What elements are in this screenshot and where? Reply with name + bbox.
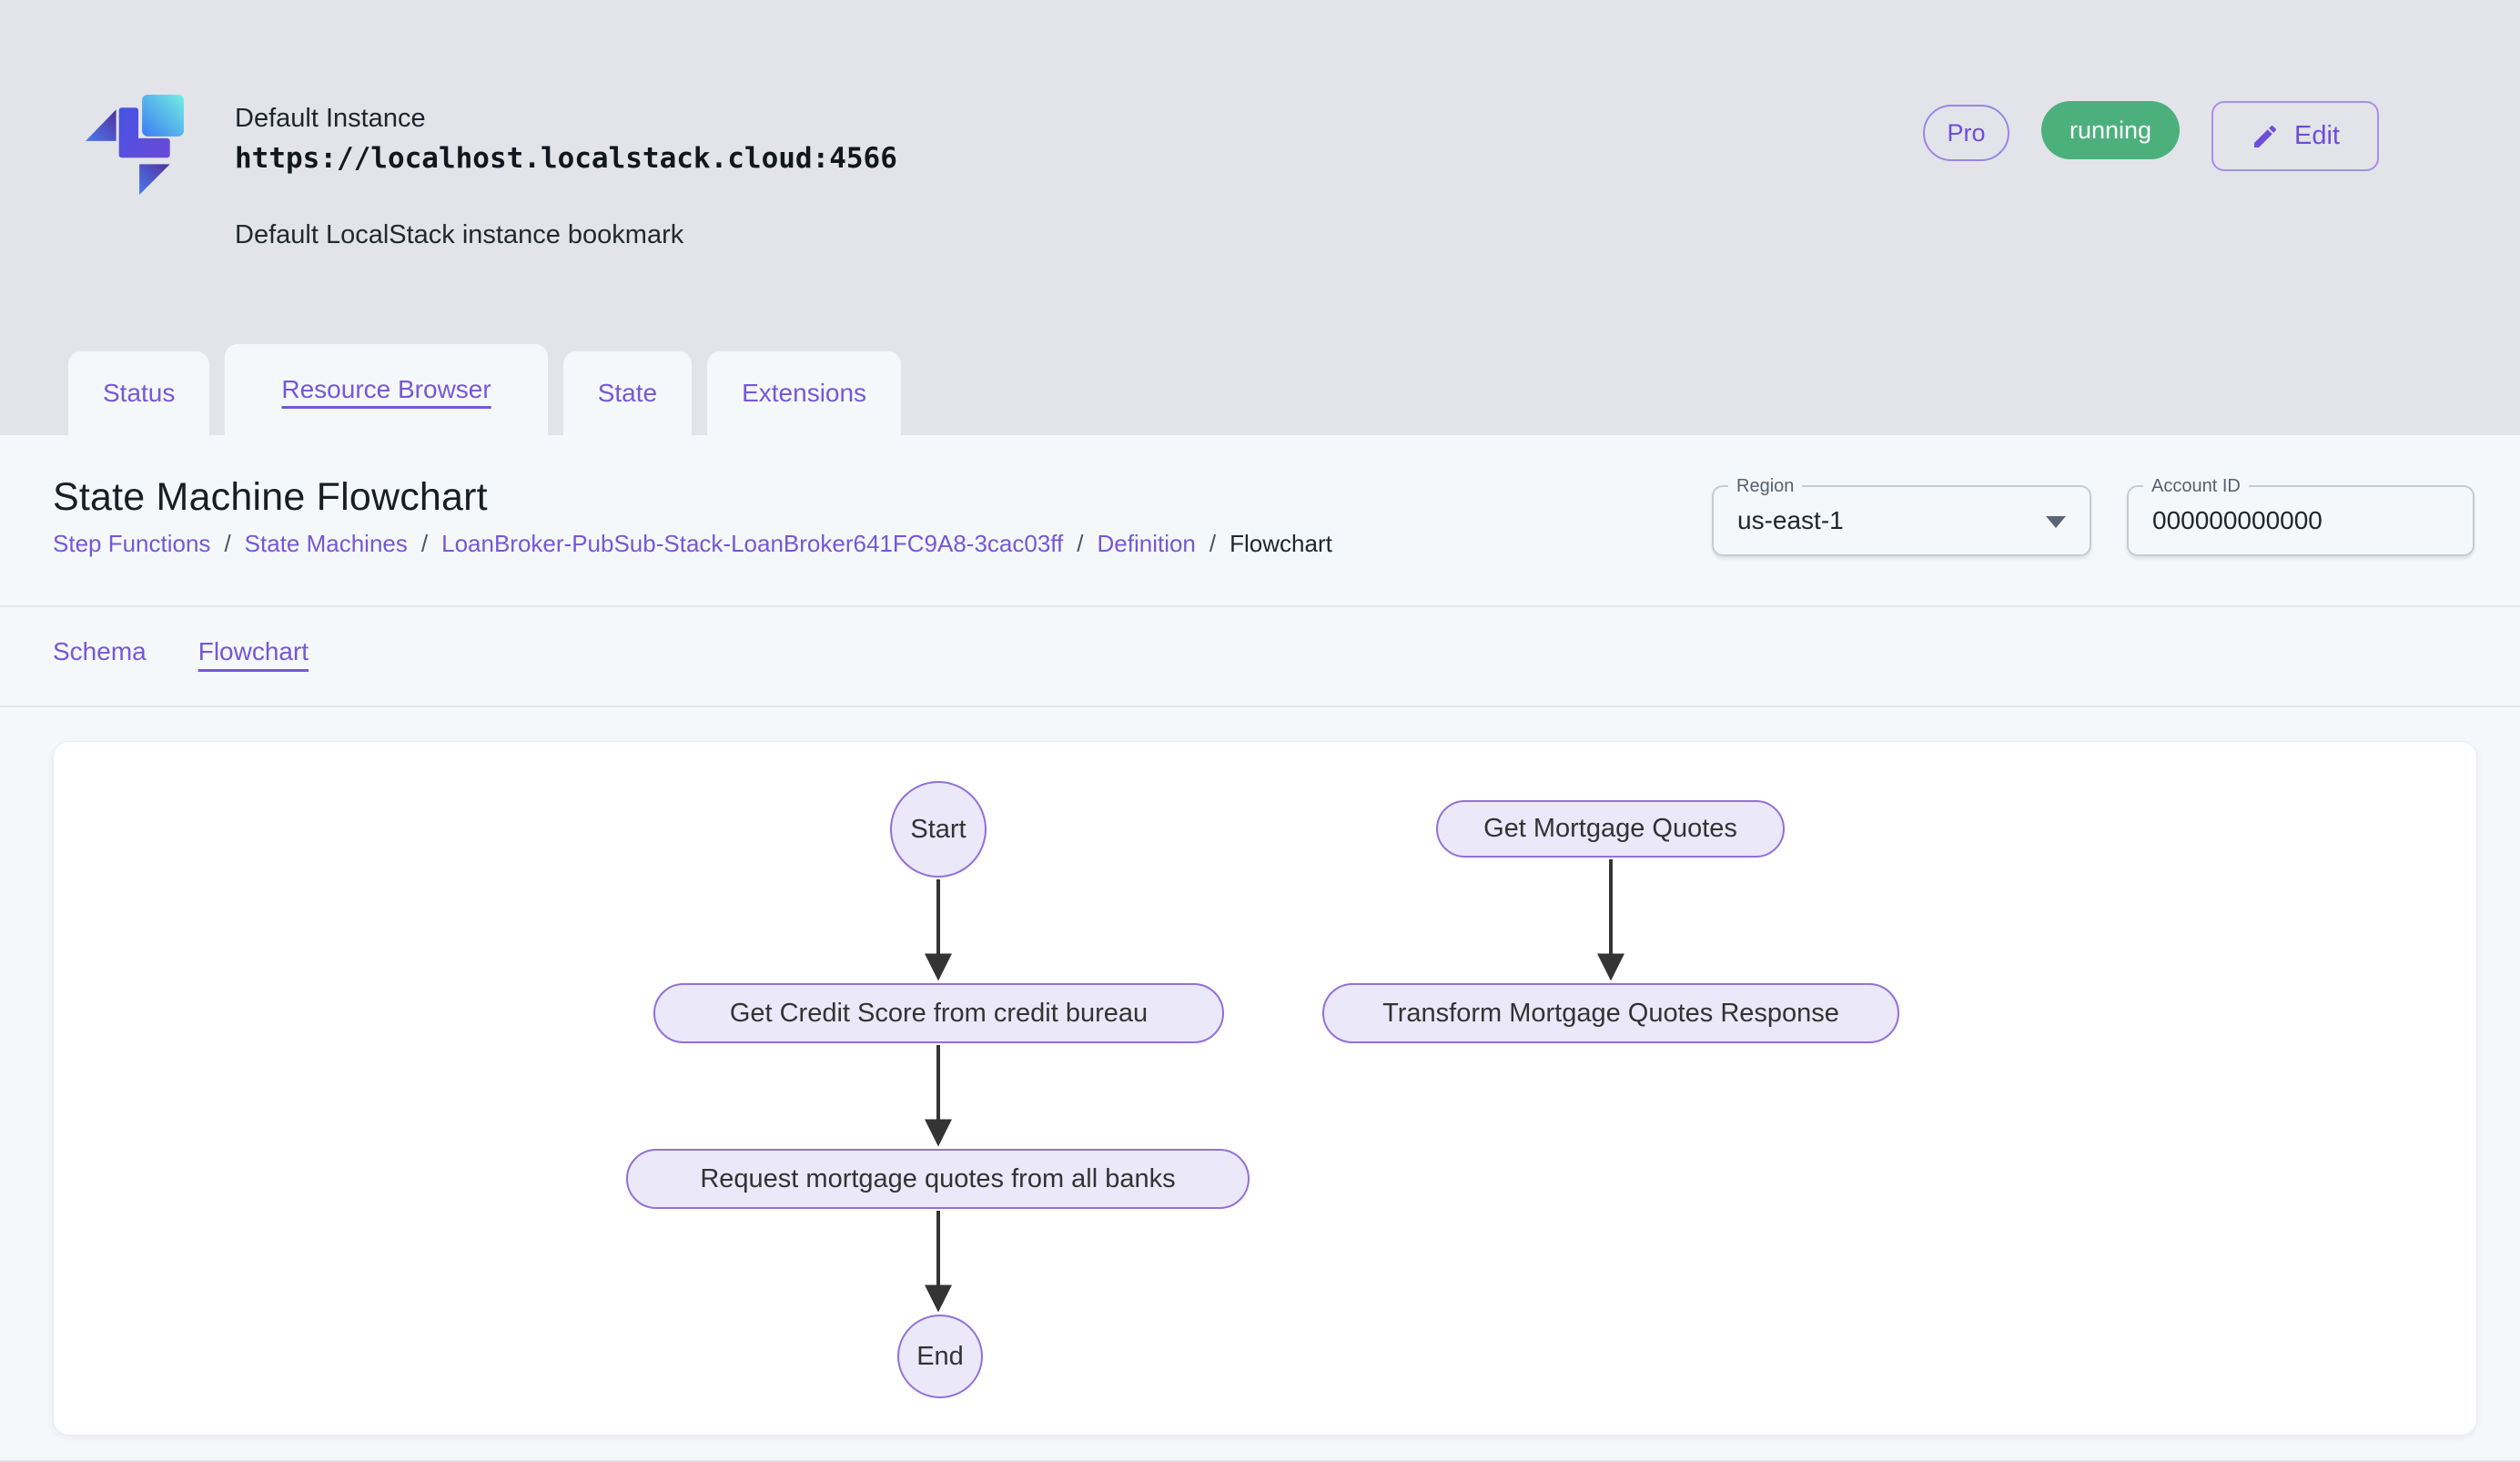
definition-subtabs: Schema Flowchart xyxy=(53,637,309,675)
breadcrumb-state-machine-id[interactable]: LoanBroker-PubSub-Stack-LoanBroker641FC9… xyxy=(441,530,1064,557)
status-badge-label: running xyxy=(2069,116,2152,144)
edit-button[interactable]: Edit xyxy=(2211,101,2379,171)
pencil-icon xyxy=(2254,125,2277,147)
tab-extensions-label: Extensions xyxy=(742,379,867,407)
flow-node-start: Start xyxy=(890,781,987,878)
tab-resource-browser-label: Resource Browser xyxy=(281,375,491,403)
flow-node-end: End xyxy=(897,1315,983,1398)
tab-resource-browser[interactable]: Resource Browser xyxy=(225,344,548,435)
divider xyxy=(0,1460,2520,1462)
breadcrumb-definition[interactable]: Definition xyxy=(1097,530,1196,557)
divider xyxy=(0,605,2520,607)
account-id-field: Account ID xyxy=(2127,473,2474,556)
account-id-label: Account ID xyxy=(2143,473,2249,499)
flow-node-transform-response: Transform Mortgage Quotes Response xyxy=(1322,983,1899,1043)
tab-extensions[interactable]: Extensions xyxy=(707,351,902,435)
breadcrumb-separator: / xyxy=(420,530,429,557)
breadcrumb-flowchart-current: Flowchart xyxy=(1230,530,1332,557)
breadcrumb-separator: / xyxy=(1209,530,1217,557)
breadcrumb-step-functions[interactable]: Step Functions xyxy=(53,530,211,557)
breadcrumb: Step Functions / State Machines / LoanBr… xyxy=(53,530,1332,558)
localstack-logo xyxy=(84,95,186,197)
region-select-label: Region xyxy=(1728,473,1803,499)
main-tabs: Status Resource Browser State Extensions xyxy=(68,344,902,435)
flow-node-get-mortgage-quotes: Get Mortgage Quotes xyxy=(1436,800,1785,858)
edit-button-label: Edit xyxy=(2294,121,2340,150)
tab-status[interactable]: Status xyxy=(68,351,210,435)
flow-node-request-quotes: Request mortgage quotes from all banks xyxy=(626,1149,1250,1209)
region-select-value: us-east-1 xyxy=(1737,506,1844,534)
region-select[interactable]: Region us-east-1 xyxy=(1712,473,2091,556)
instance-description: Default LocalStack instance bookmark xyxy=(235,220,684,249)
divider xyxy=(0,706,2520,707)
pro-badge-label: Pro xyxy=(1947,118,1986,147)
flowchart-card: Start Get Credit Score from credit burea… xyxy=(53,741,2477,1436)
flow-arrows xyxy=(925,859,1624,1313)
resource-browser-panel: State Machine Flowchart Step Functions /… xyxy=(0,435,2520,1462)
instance-url: https://localhost.localstack.cloud:4566 xyxy=(235,142,897,175)
instance-name: Default Instance xyxy=(235,104,426,133)
flow-node-get-credit-score: Get Credit Score from credit bureau xyxy=(653,983,1224,1043)
breadcrumb-separator: / xyxy=(1077,530,1084,557)
subtab-schema[interactable]: Schema xyxy=(53,637,147,665)
chevron-down-icon xyxy=(2046,516,2066,528)
pro-badge: Pro xyxy=(1923,105,2009,161)
tab-state[interactable]: State xyxy=(562,351,693,435)
subtab-flowchart[interactable]: Flowchart xyxy=(197,637,309,665)
page-title: State Machine Flowchart xyxy=(53,475,488,519)
tab-status-label: Status xyxy=(103,379,176,407)
status-badge: running xyxy=(2041,101,2180,159)
breadcrumb-state-machines[interactable]: State Machines xyxy=(244,530,408,557)
breadcrumb-separator: / xyxy=(224,530,231,557)
tab-state-label: State xyxy=(597,379,658,407)
